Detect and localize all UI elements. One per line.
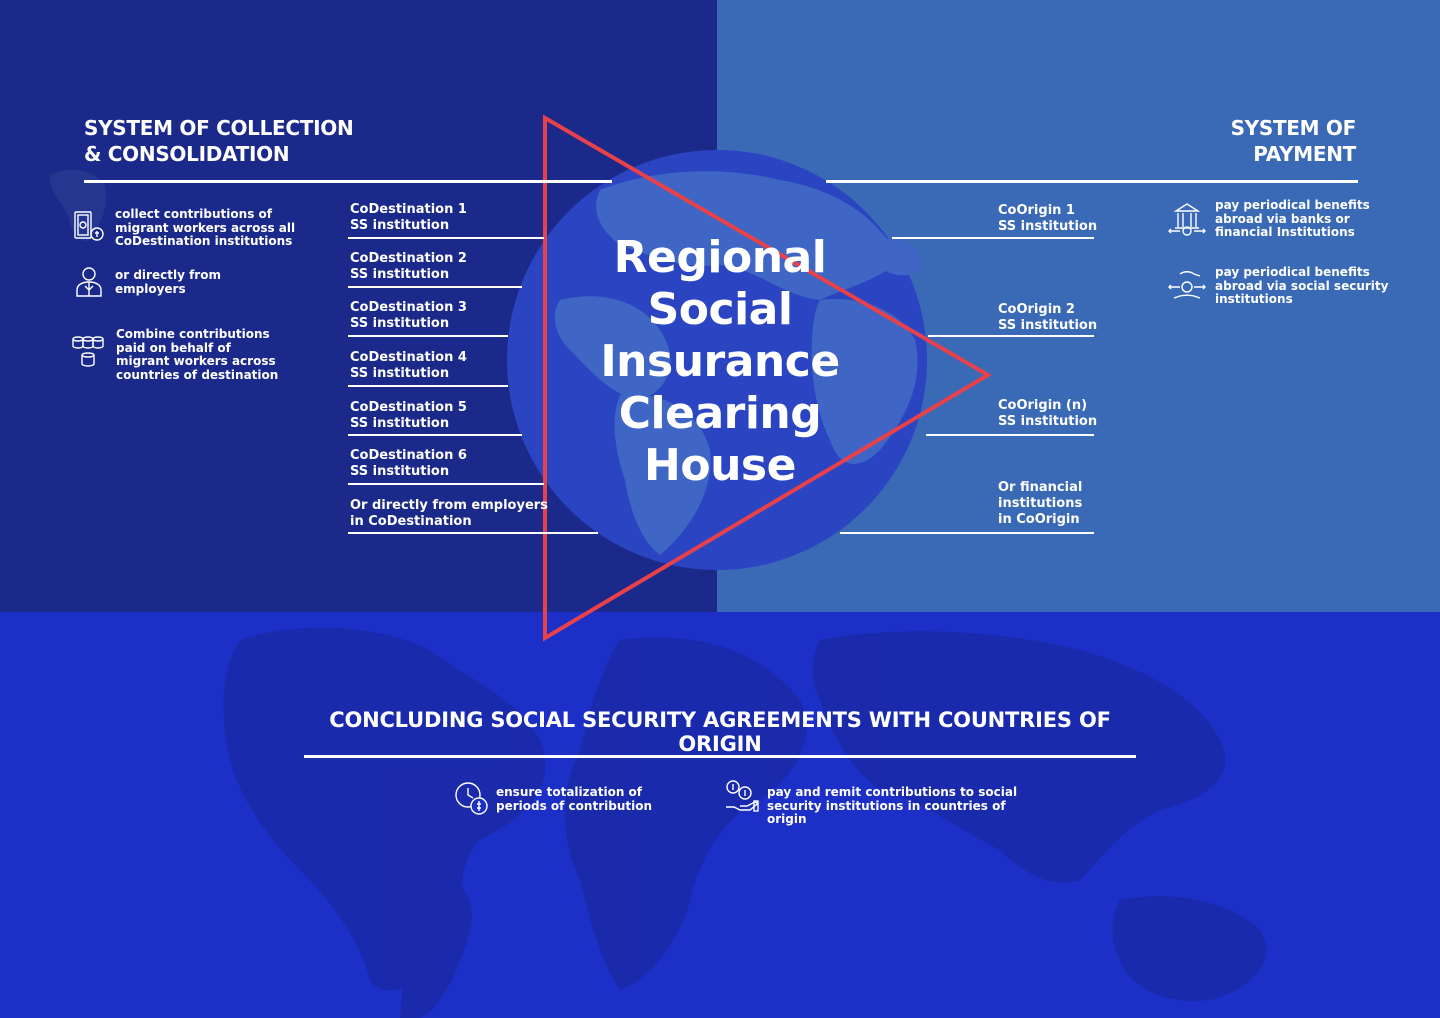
left-item-1-line: collect contributions of [115,207,272,221]
left-heading-line2: & CONSOLIDATION [84,142,290,166]
money-stack-icon [72,208,106,242]
coorigin-1-name: CoOrigin 1 [998,203,1075,218]
codestination-employers-line1: Or directly from employers [350,498,548,513]
codestination-employers-rule [348,532,598,534]
codestination-4-rule [348,385,508,387]
codestination-3-type: SS institution [350,316,450,331]
database-coins-icon [71,334,105,368]
center-title-line: Insurance [600,336,840,387]
codestination-1: CoDestination 1 SS institution [350,202,467,234]
codestination-5-name: CoDestination 5 [350,400,467,415]
left-item-3-line: Combine contributions [116,327,270,341]
codestination-4-name: CoDestination 4 [350,350,467,365]
codestination-4: CoDestination 4 SS institution [350,350,467,382]
coorigin-2-rule [928,335,1094,337]
bottom-item-1: ensure totalization of periods of contri… [496,785,696,813]
right-item-1-line: financial Institutions [1215,225,1355,239]
center-title-line: Social [647,284,793,335]
coorigin-n-type: SS institution [998,414,1098,429]
codestination-1-name: CoDestination 1 [350,202,467,217]
right-item-2-line: pay periodical benefits [1215,265,1370,279]
bottom-heading-rule [304,755,1136,758]
right-item-1: pay periodical benefits abroad via banks… [1215,198,1395,240]
left-item-3-line: paid on behalf of [116,340,231,355]
world-map-silhouette [223,627,1267,1018]
right-heading-line2: PAYMENT [1253,142,1356,166]
codestination-6-rule [348,483,544,485]
left-item-2-line: or directly from [115,268,221,282]
left-item-1-line: CoDestination institutions [115,234,293,248]
codestination-5-rule [348,434,522,436]
clock-coin-icon [454,781,490,817]
coorigin-n-name: CoOrigin (n) [998,398,1088,413]
left-item-2: or directly from employers [115,268,305,296]
left-item-3: Combine contributions paid on behalf of … [116,327,306,382]
left-heading-rule [84,180,612,183]
codestination-employers-line2: in CoDestination [350,514,472,529]
center-title-line: Clearing [618,388,822,439]
right-item-2-line: abroad via social security [1215,278,1389,293]
right-heading-line1: SYSTEM OF [1230,116,1357,140]
coorigin-2-type: SS institution [998,318,1098,333]
codestination-6: CoDestination 6 SS institution [350,448,467,480]
codestination-1-type: SS institution [350,218,450,233]
center-title-line: Regional [613,232,827,283]
codestination-2-rule [348,286,522,288]
hand-coins-icon [724,779,760,815]
hand-transfer-icon [1168,268,1206,306]
bottom-item-1-line: ensure totalization of [496,785,643,799]
left-item-1: collect contributions of migrant workers… [115,207,305,249]
coorigin-financial-line: Or financial [998,480,1083,495]
codestination-3-rule [348,335,508,337]
left-map-fragment [49,169,107,241]
left-item-3-line: migrant workers across [116,354,276,368]
coorigin-n-rule [926,434,1094,436]
coorigin-financial-line: in CoOrigin [998,512,1080,527]
left-item-2-line: employers [115,281,186,296]
left-item-1-line: migrant workers across all [115,220,296,235]
codestination-1-rule [348,237,544,239]
right-item-1-line: abroad via banks or [1215,211,1350,226]
employer-person-icon [72,264,106,298]
bank-transfer-icon [1168,201,1206,239]
coorigin-financial-rule [840,532,1094,534]
right-item-2: pay periodical benefits abroad via socia… [1215,265,1395,307]
codestination-3-name: CoDestination 3 [350,300,467,315]
right-item-1-line: pay periodical benefits [1215,198,1370,212]
bottom-item-2-line: security institutions in countries of or… [767,798,1006,826]
coorigin-2: CoOrigin 2 SS institution [998,302,1097,334]
codestination-2-name: CoDestination 2 [350,251,467,266]
bottom-heading: CONCLUDING SOCIAL SECURITY AGREEMENTS WI… [329,708,1111,756]
right-item-2-line: institutions [1215,292,1293,306]
codestination-2-type: SS institution [350,267,450,282]
coorigin-2-name: CoOrigin 2 [998,302,1075,317]
right-heading-rule [826,180,1358,183]
codestination-2: CoDestination 2 SS institution [350,251,467,283]
codestination-6-name: CoDestination 6 [350,448,467,463]
codestination-5-type: SS institution [350,416,450,431]
bottom-item-2-line: pay and remit contributions to social [767,785,1018,799]
codestination-4-type: SS institution [350,366,450,381]
triangle-outline [543,114,992,642]
coorigin-financial-line: institutions [998,496,1083,511]
left-heading-line1: SYSTEM OF COLLECTION [84,116,354,140]
coorigin-1: CoOrigin 1 SS institution [998,203,1097,235]
left-item-3-line: countries of destination [116,367,279,382]
center-title-line: House [644,440,796,491]
codestination-5: CoDestination 5 SS institution [350,400,467,432]
coorigin-1-type: SS institution [998,219,1098,234]
center-title: Regional Social Insurance Clearing House [560,232,880,492]
right-heading: SYSTEM OF PAYMENT [1156,115,1357,167]
bottom-item-1-line: periods of contribution [496,798,652,813]
codestination-employers: Or directly from employers in CoDestinat… [350,498,548,530]
codestination-6-type: SS institution [350,464,450,479]
bottom-item-2: pay and remit contributions to social se… [767,785,1047,827]
coorigin-financial: Or financial institutions in CoOrigin [998,480,1082,528]
coorigin-1-rule [892,237,1094,239]
left-heading: SYSTEM OF COLLECTION & CONSOLIDATION [84,115,404,167]
codestination-3: CoDestination 3 SS institution [350,300,467,332]
coorigin-n: CoOrigin (n) SS institution [998,398,1097,430]
